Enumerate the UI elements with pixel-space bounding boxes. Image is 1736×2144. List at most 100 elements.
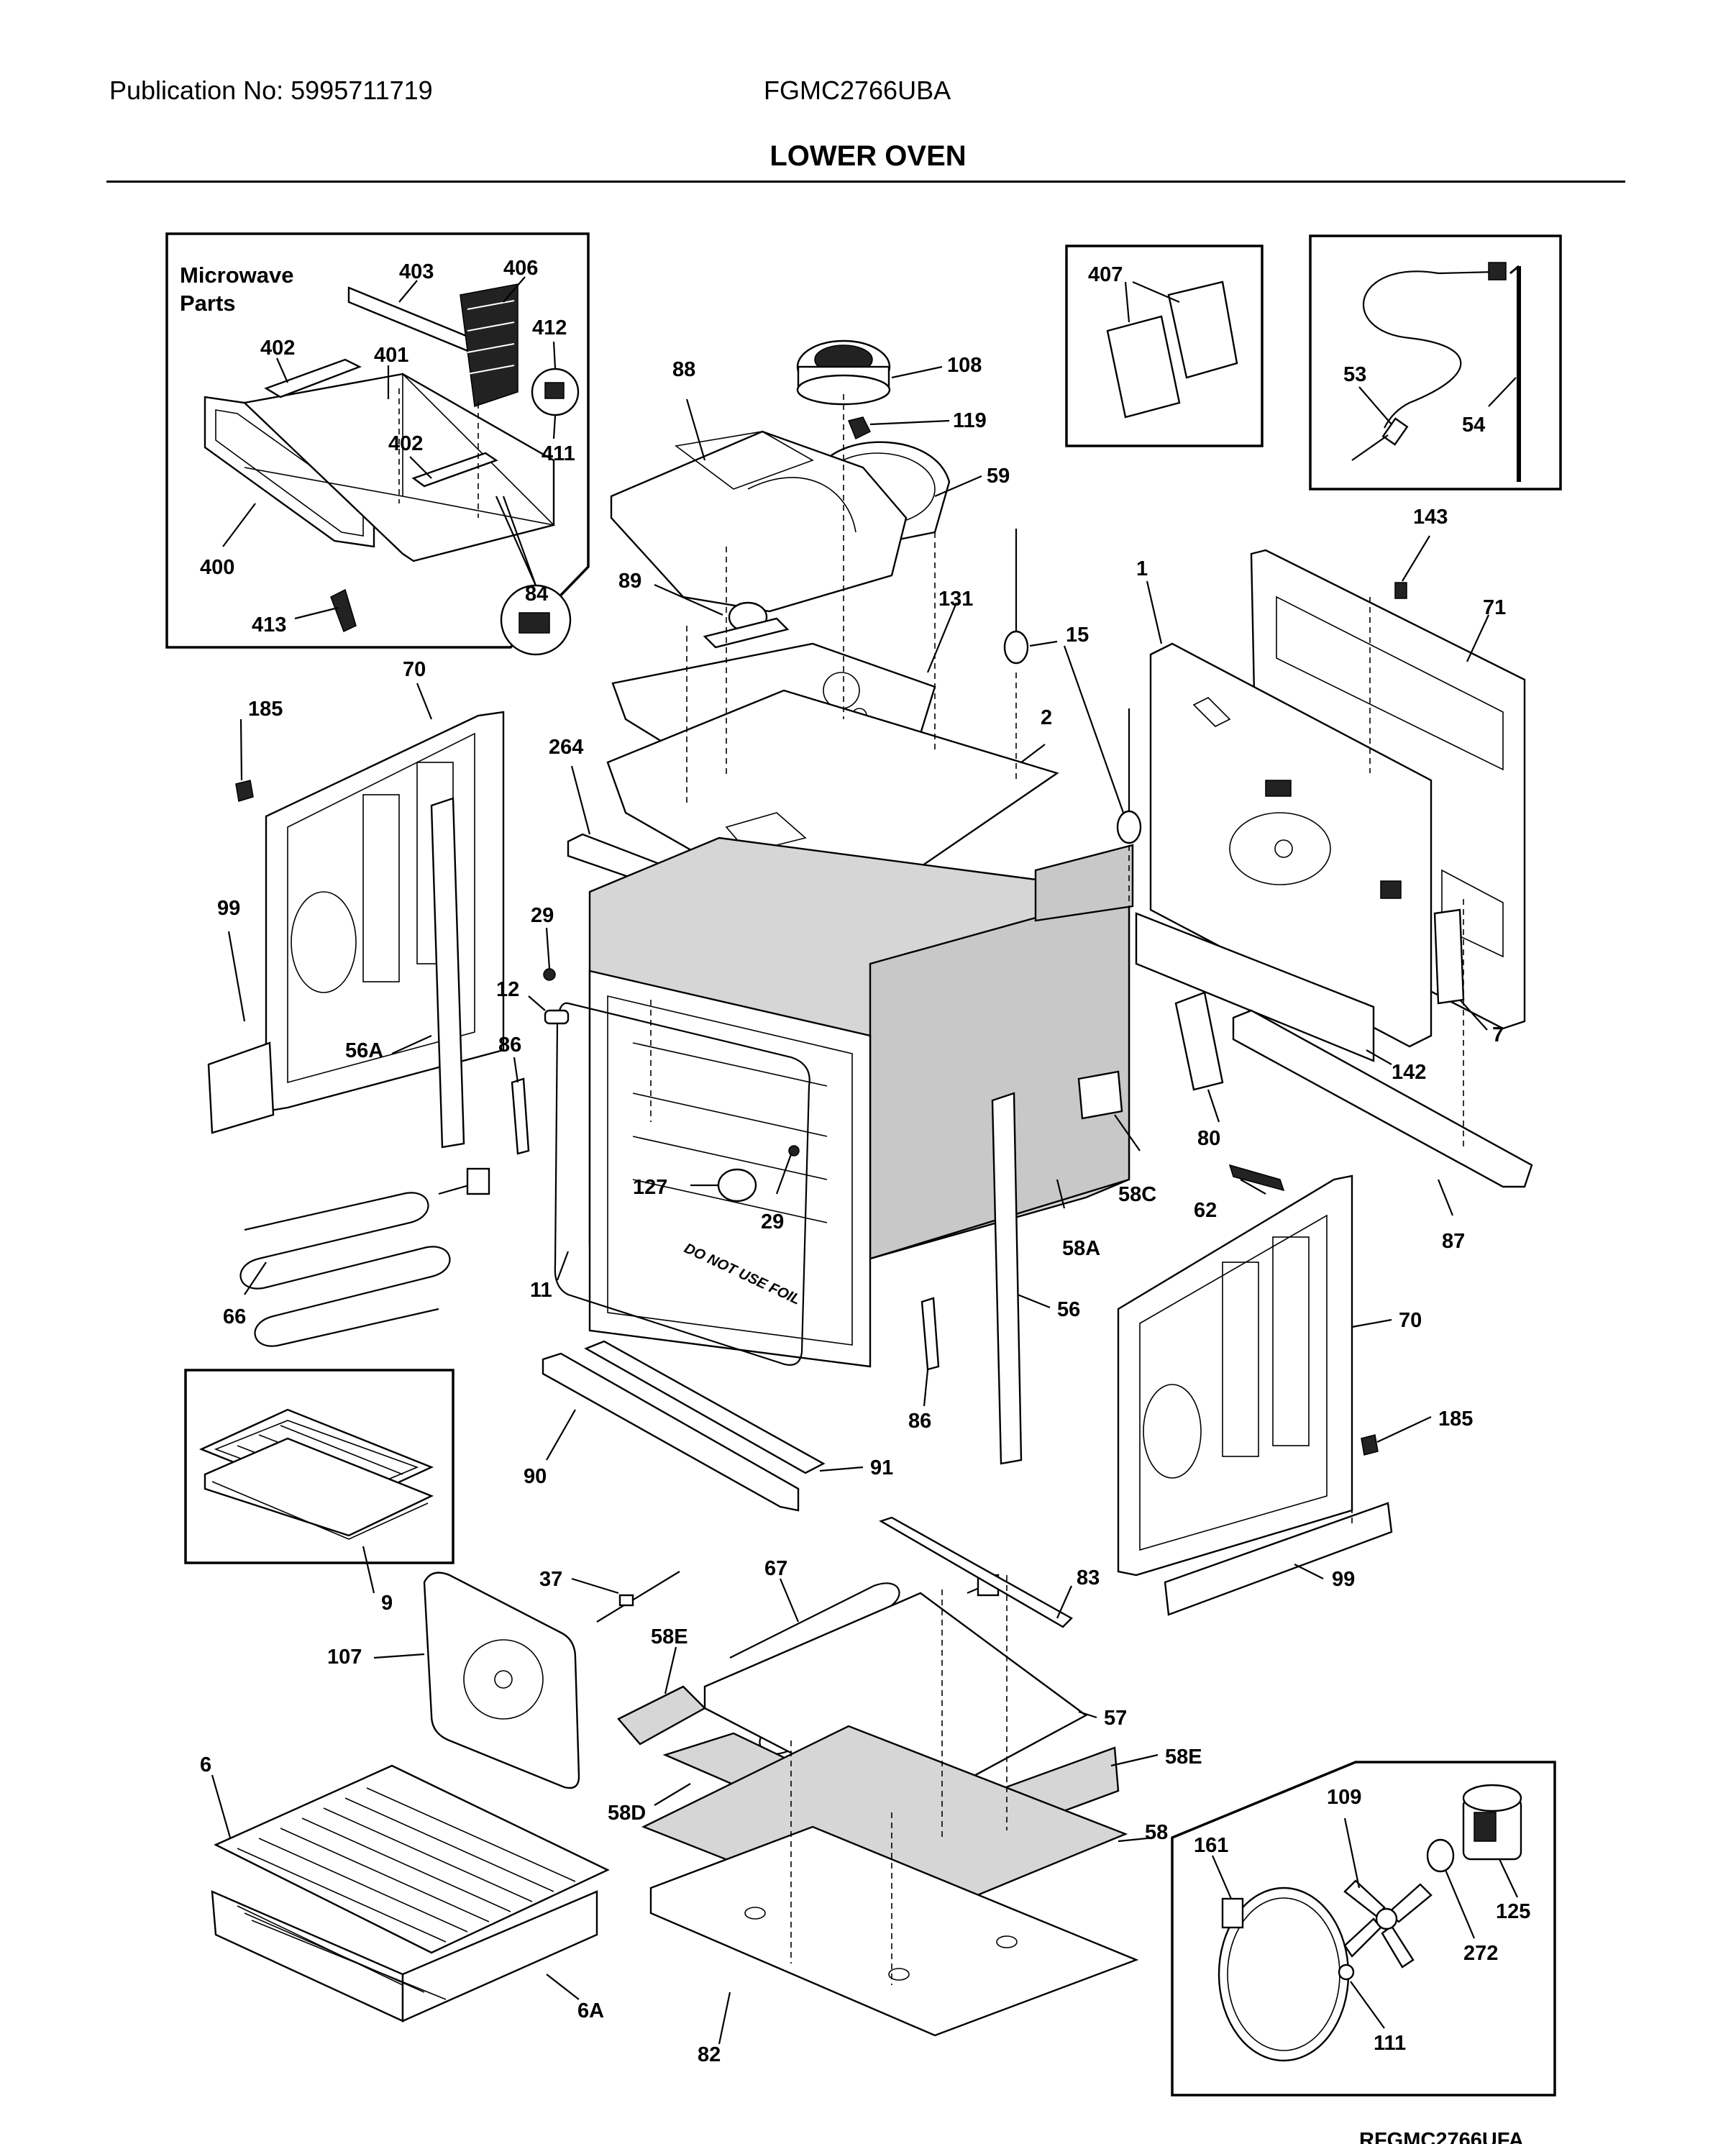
callout-413: 413 [252, 613, 286, 637]
callout-403: 403 [399, 260, 434, 283]
callout-400: 400 [200, 556, 234, 579]
part-86-bracket-left [511, 1077, 530, 1155]
part-29-screw-lower [788, 1145, 800, 1157]
callout-58C: 58C [1118, 1183, 1156, 1206]
part-127-convection-motor [717, 1168, 757, 1203]
callout-9: 9 [381, 1592, 393, 1615]
part-6A-glide-rack [211, 1890, 598, 2022]
part-58C-clip [1077, 1070, 1123, 1120]
part-56A-rail-left [430, 797, 465, 1149]
callout-70-b: 70 [1399, 1309, 1422, 1332]
callout-108: 108 [947, 354, 982, 377]
callout-143: 143 [1413, 506, 1448, 529]
callout-127: 127 [633, 1176, 667, 1199]
callout-2: 2 [1041, 706, 1052, 729]
callout-82: 82 [698, 2043, 721, 2066]
part-272-spacer [1426, 1838, 1455, 1873]
part-107-convection-cover [423, 1571, 580, 1789]
part-84-switch [518, 612, 550, 634]
callout-272: 272 [1463, 1942, 1498, 1965]
callout-109: 109 [1327, 1786, 1361, 1809]
callout-185-b: 185 [1438, 1408, 1473, 1431]
callout-87: 87 [1442, 1230, 1465, 1253]
callout-406: 406 [503, 257, 538, 280]
callout-412: 412 [532, 316, 567, 339]
callout-67: 67 [764, 1557, 787, 1580]
callout-70: 70 [403, 658, 426, 681]
microwave-parts-box: Microwave Parts [165, 232, 590, 656]
callout-58E: 58E [651, 1625, 688, 1648]
part-70-side-panel-right [1117, 1174, 1353, 1577]
microwave-title-line2: Parts [180, 291, 236, 316]
part-87-rail [1232, 1009, 1533, 1188]
part-80-bracket [1174, 991, 1224, 1091]
callout-58: 58 [1145, 1821, 1168, 1844]
callout-1: 1 [1136, 557, 1148, 580]
leader-lines [211, 365, 1489, 2045]
callout-6: 6 [200, 1753, 211, 1776]
part-119-knob [847, 416, 872, 440]
callout-411: 411 [542, 442, 575, 465]
box-convection-fan-assembly [1171, 1761, 1556, 2097]
part-58E-insulation-left [617, 1685, 706, 1746]
callout-99: 99 [217, 897, 240, 920]
part-6-oven-rack [214, 1764, 610, 1954]
part-99-bracket-left [207, 1041, 275, 1134]
callout-89: 89 [618, 570, 641, 593]
callout-90: 90 [524, 1465, 547, 1488]
part-413-clip [330, 588, 357, 633]
box-407-shields [1065, 245, 1264, 447]
part-37-sensor [596, 1571, 680, 1623]
callout-15: 15 [1066, 624, 1089, 647]
callout-29-b: 29 [761, 1210, 784, 1233]
callout-56: 56 [1057, 1298, 1080, 1321]
part-142-rail [1135, 912, 1375, 1062]
callout-99-b: 99 [1332, 1568, 1355, 1591]
part-callouts: 403 406 402 401 412 402 411 400 84 413 8… [200, 257, 1530, 2066]
callout-6A: 6A [577, 1999, 604, 2022]
callout-402: 402 [260, 337, 295, 360]
callout-84: 84 [525, 583, 548, 606]
part-15-sensor-upper [1003, 529, 1029, 665]
part-62-terminal-block [1228, 1164, 1285, 1192]
publication-number: Publication No: 5995711719 [109, 76, 433, 105]
callout-80: 80 [1197, 1127, 1220, 1150]
callout-91: 91 [870, 1456, 893, 1479]
part-406-grille [460, 283, 518, 407]
part-401-chassis [242, 373, 556, 562]
callout-11: 11 [530, 1279, 552, 1302]
header-divider [106, 181, 1625, 183]
callout-29: 29 [531, 904, 554, 927]
callout-54: 54 [1462, 414, 1485, 437]
callout-111: 111 [1374, 2032, 1406, 2055]
part-143-clip [1394, 582, 1407, 599]
part-29-screw-upper [543, 968, 556, 981]
part-82-bottom-panel [649, 1825, 1139, 2037]
callout-131: 131 [938, 588, 973, 611]
part-86-bracket-right [920, 1297, 940, 1371]
callout-402-b: 402 [388, 432, 423, 455]
callout-119: 119 [953, 409, 987, 432]
part-89-blower [703, 601, 790, 649]
part-185-grommet-left [235, 780, 254, 802]
part-12-light-socket [544, 1009, 570, 1025]
part-411-switch [544, 382, 565, 399]
callout-107: 107 [327, 1646, 362, 1669]
part-402-bracket-mid [411, 452, 498, 488]
page-title: LOWER OVEN [769, 140, 967, 172]
callout-56A: 56A [345, 1039, 383, 1062]
callout-66: 66 [223, 1305, 246, 1328]
part-402-bracket-top [264, 358, 362, 398]
part-91-trim [584, 1340, 826, 1474]
part-90-trim [542, 1352, 800, 1512]
callout-88: 88 [672, 358, 695, 381]
part-109-fan-blade [1343, 1879, 1433, 1969]
footer-drawing-code: RFGMC2766UFA [1359, 2129, 1524, 2144]
callout-58D: 58D [608, 1802, 646, 1825]
part-15-sensor-lower [1116, 708, 1142, 844]
callout-7: 7 [1492, 1023, 1504, 1046]
callout-12: 12 [496, 978, 519, 1001]
callout-264: 264 [549, 736, 583, 759]
callout-401: 401 [374, 344, 408, 367]
